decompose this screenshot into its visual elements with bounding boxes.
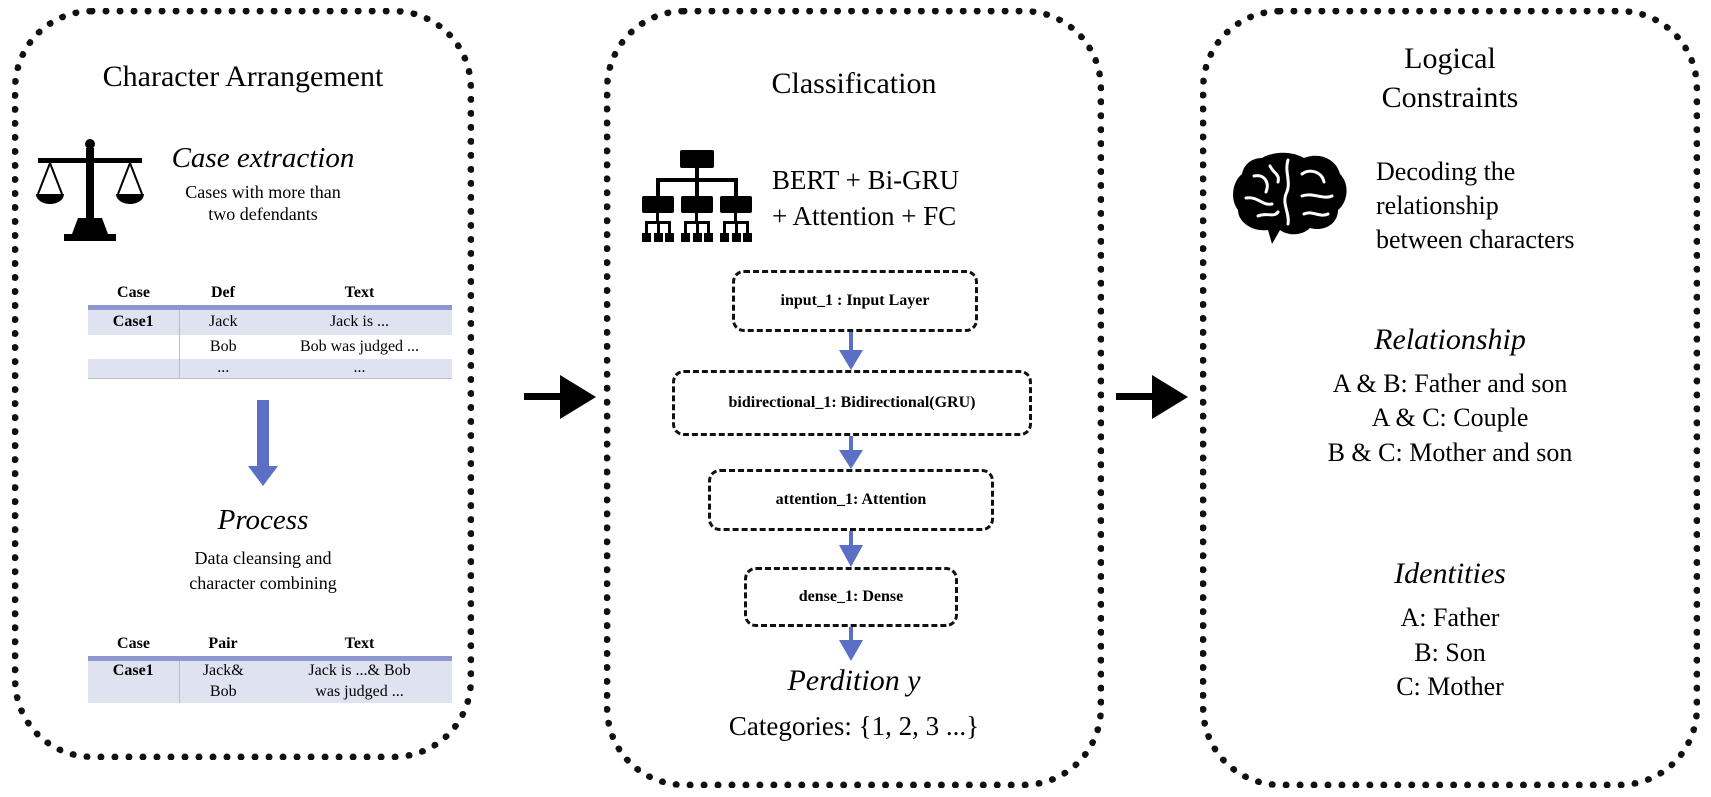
panel-logical-constraints [1200,8,1700,788]
table-row: Bob was judged ... [88,680,452,703]
table-cell: Case1 [88,307,180,335]
model-line-2: + Attention + FC [772,201,957,231]
table-cell: was judged ... [267,680,452,703]
table-cell: Bob [209,337,237,355]
model-line-1: BERT + Bi-GRU [772,165,960,195]
relationship-item: B & C: Mother and son [1327,438,1573,467]
pairs-table: Case Pair Text Case1 Jack& Jack is ...& … [88,632,452,703]
pairs-table-header: Pair [179,632,267,661]
panel3-title-1: Logical [1404,42,1496,75]
table-row: Case1 Jack& Jack is ...& Bob [88,658,452,681]
cases-table: Case Def Text Case1 Jack Jack is ... Bob… [88,281,452,379]
relationship-heading: Relationship [1374,323,1526,356]
relationship-item: A & B: Father and son [1332,369,1568,398]
input-layer-node: input_1 : Input Layer [732,270,978,332]
cases-table-header: Text [267,281,452,310]
process-desc-2: character combining [189,573,337,593]
right-arrow-icon [1116,375,1188,419]
table-cell: Case1 [88,658,180,681]
table-cell: Jack [179,307,267,335]
table-cell [88,358,180,379]
identity-item: C: Mother [1396,672,1504,701]
relationship-item: A & C: Couple [1371,403,1529,432]
table-cell: Jack& [179,658,267,681]
flow-arrows [839,332,863,661]
table-cell: Jack is ...& Bob [267,658,452,681]
decoding-line-3: between characters [1376,225,1575,254]
table-cell: Jack is ... [267,307,452,335]
process-desc-1: Data cleansing and [194,548,332,568]
hierarchy-network-icon [642,150,752,242]
scales-of-justice-icon [36,139,144,241]
panel2-title: Classification [771,67,937,100]
right-arrow-icon [524,375,596,419]
table-cell: ... [179,358,267,379]
attention-layer-node: attention_1: Attention [708,469,994,531]
identity-item: B: Son [1414,638,1486,667]
table-row: Bob Bob was judged ... [88,334,452,359]
panel-character-arrangement [12,8,474,760]
case-extraction-desc-2: two defendants [208,204,318,224]
identities-heading: Identities [1394,557,1506,590]
case-extraction-desc-1: Cases with more than [185,182,341,202]
table-cell: Bob was judged ... [299,337,420,355]
cases-table-header: Def [179,281,267,310]
categories-label: Categories: {1, 2, 3 ...} [728,711,980,741]
table-row: Case1 Jack Jack is ... [88,307,452,335]
cases-table-header: Case [88,281,179,310]
panel-classification [604,8,1104,788]
panel1-title: Character Arrangement [102,60,384,93]
table-cell [88,680,180,703]
table-cell: ... [267,358,452,379]
prediction-label: Perdition y [787,664,921,697]
down-arrow-icon [248,400,278,486]
panel3-title-2: Constraints [1381,81,1519,114]
table-cell [88,334,180,359]
pairs-table-header: Text [267,632,452,661]
decoding-line-1: Decoding the [1376,157,1516,186]
table-row: ... ... [88,358,452,379]
pairs-table-header: Case [88,632,179,661]
process-heading: Process [217,504,309,536]
identity-item: A: Father [1400,603,1500,632]
bidirectional-layer-node: bidirectional_1: Bidirectional(GRU) [672,370,1032,436]
brain-icon [1233,152,1347,244]
case-extraction-heading: Case extraction [171,142,355,174]
dense-layer-node: dense_1: Dense [744,567,958,627]
decoding-line-2: relationship [1376,191,1499,220]
table-cell: Bob [179,680,267,703]
